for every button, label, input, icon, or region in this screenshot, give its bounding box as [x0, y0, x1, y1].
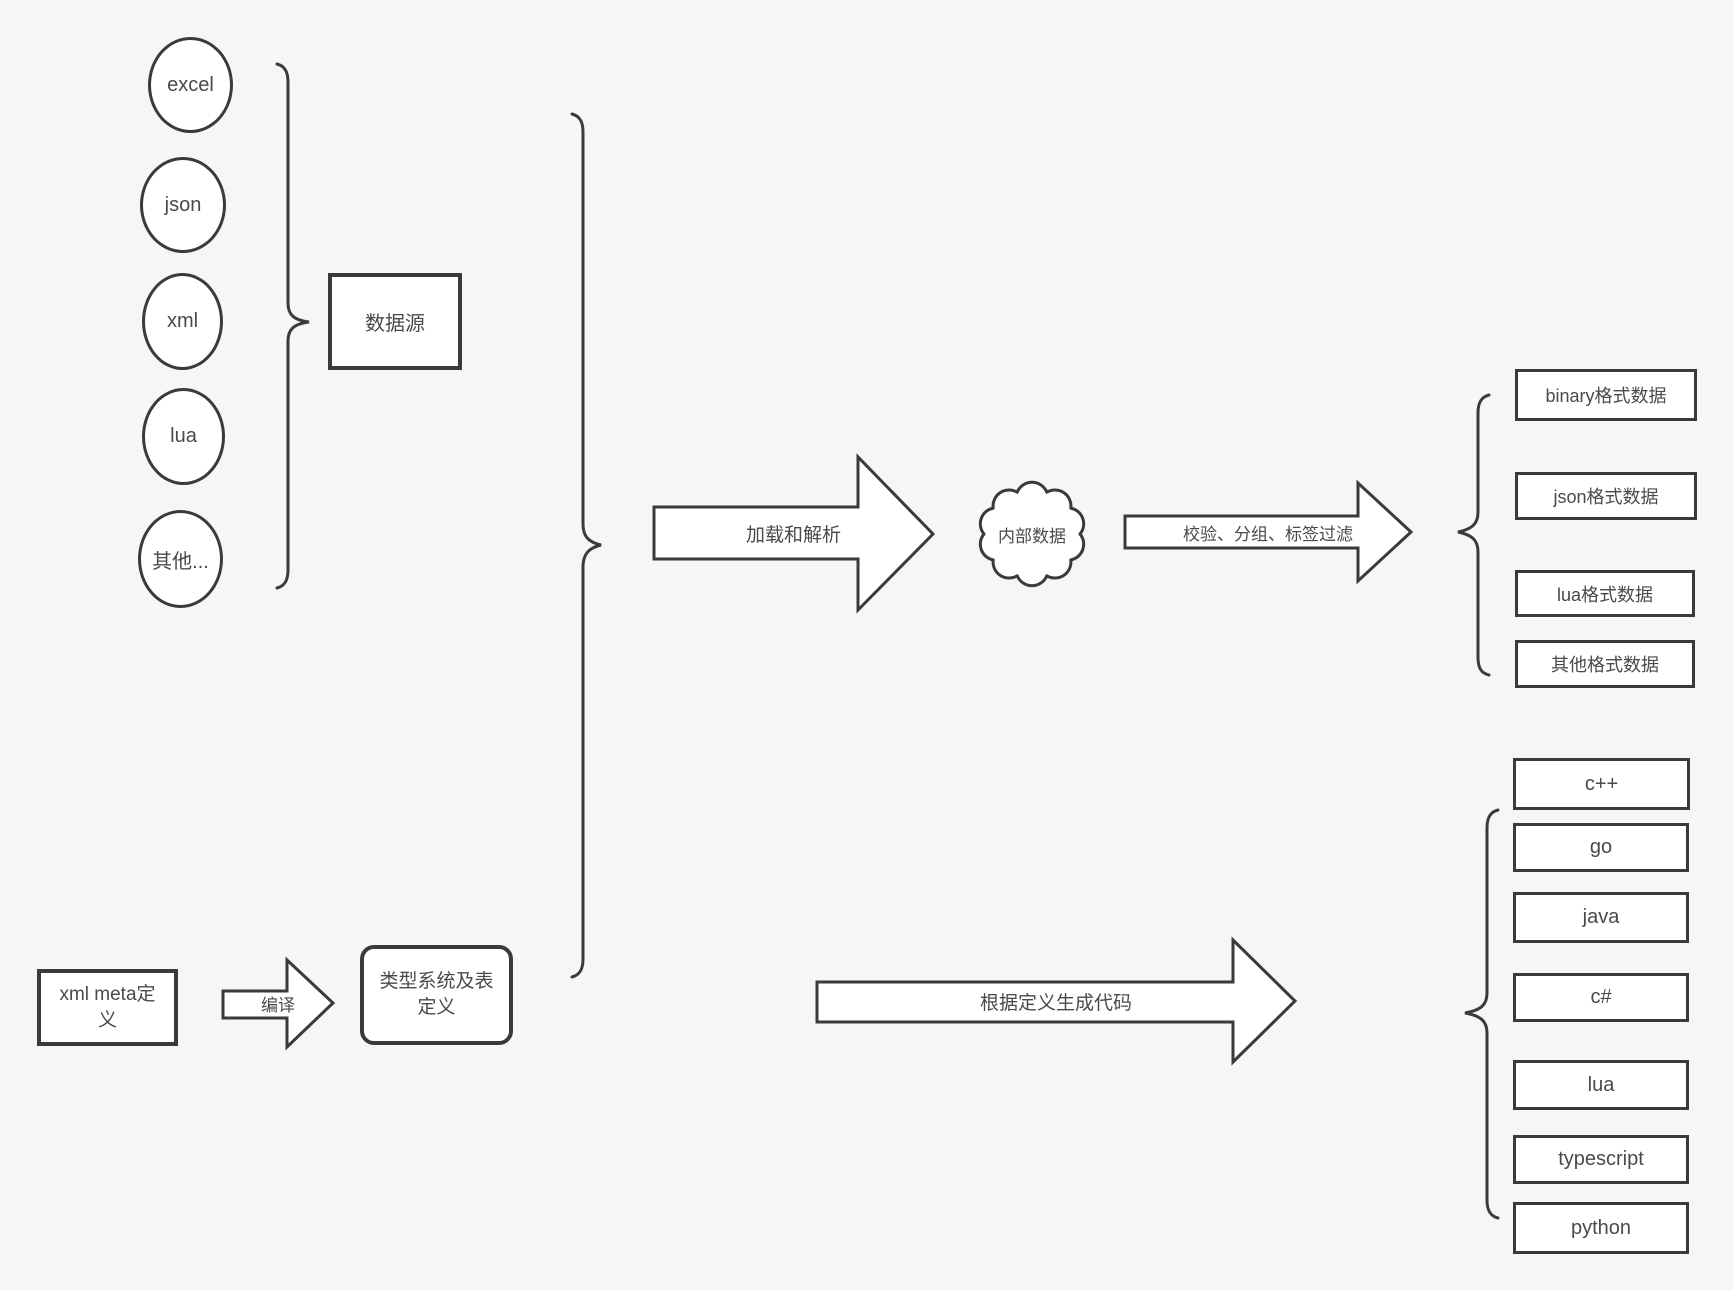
format-label-other: 其他格式数据 — [1551, 655, 1659, 675]
load-arrow-shape — [652, 453, 936, 614]
lang-label-cpp: c++ — [1584, 772, 1619, 795]
lang-label-python: python — [1570, 1216, 1632, 1239]
xml-meta-box: xml meta定义 — [37, 969, 178, 1046]
data-source-box: 数据源 — [328, 273, 462, 370]
format-label-binary: binary格式数据 — [1545, 386, 1667, 406]
source-label-other: 其他... — [152, 550, 209, 573]
format-box-other: 其他格式数据 — [1515, 640, 1695, 688]
source-label-lua: lua — [170, 425, 197, 447]
lang-box-go: go — [1513, 823, 1689, 872]
format-box-lua: lua格式数据 — [1515, 570, 1695, 617]
lang-box-csharp: c# — [1513, 973, 1689, 1022]
source-label-json: json — [164, 193, 202, 216]
codegen-arrow-shape — [815, 936, 1298, 1066]
brace-sources — [275, 62, 310, 590]
lang-box-java: java — [1513, 892, 1689, 943]
source-ellipse-excel: excel — [148, 37, 233, 133]
lang-label-typescript: typescript — [1558, 1148, 1644, 1170]
source-label-excel: excel — [167, 73, 214, 96]
type-system-label: 类型系统及表定义 — [379, 971, 494, 1018]
xml-meta-label: xml meta定义 — [59, 983, 156, 1031]
format-box-binary: binary格式数据 — [1515, 369, 1697, 421]
lang-box-python: python — [1513, 1202, 1689, 1254]
internal-data-cloud-shape — [978, 480, 1086, 588]
lang-box-cpp: c++ — [1513, 758, 1690, 810]
data-source-label: 数据源 — [365, 313, 425, 335]
lang-label-go: go — [1589, 836, 1613, 858]
format-box-json: json格式数据 — [1515, 472, 1697, 520]
compile-arrow-shape — [221, 956, 336, 1051]
source-label-xml: xml — [166, 310, 199, 332]
type-system-box: 类型系统及表定义 — [360, 945, 513, 1045]
lang-label-lua: lua — [1587, 1073, 1615, 1096]
brace-languages — [1464, 808, 1500, 1220]
brace-formats — [1457, 393, 1491, 677]
lang-box-typescript: typescript — [1513, 1135, 1689, 1184]
format-label-json: json格式数据 — [1553, 487, 1659, 507]
filter-arrow-shape — [1123, 479, 1414, 585]
source-ellipse-json: json — [140, 157, 226, 253]
format-label-lua: lua格式数据 — [1556, 584, 1654, 605]
source-ellipse-other: 其他... — [138, 510, 223, 608]
brace-main — [570, 112, 602, 979]
lang-label-java: java — [1582, 906, 1620, 928]
lang-label-csharp: c# — [1590, 986, 1612, 1008]
source-ellipse-lua: lua — [142, 388, 225, 485]
lang-box-lua: lua — [1513, 1060, 1689, 1110]
source-ellipse-xml: xml — [142, 273, 223, 370]
